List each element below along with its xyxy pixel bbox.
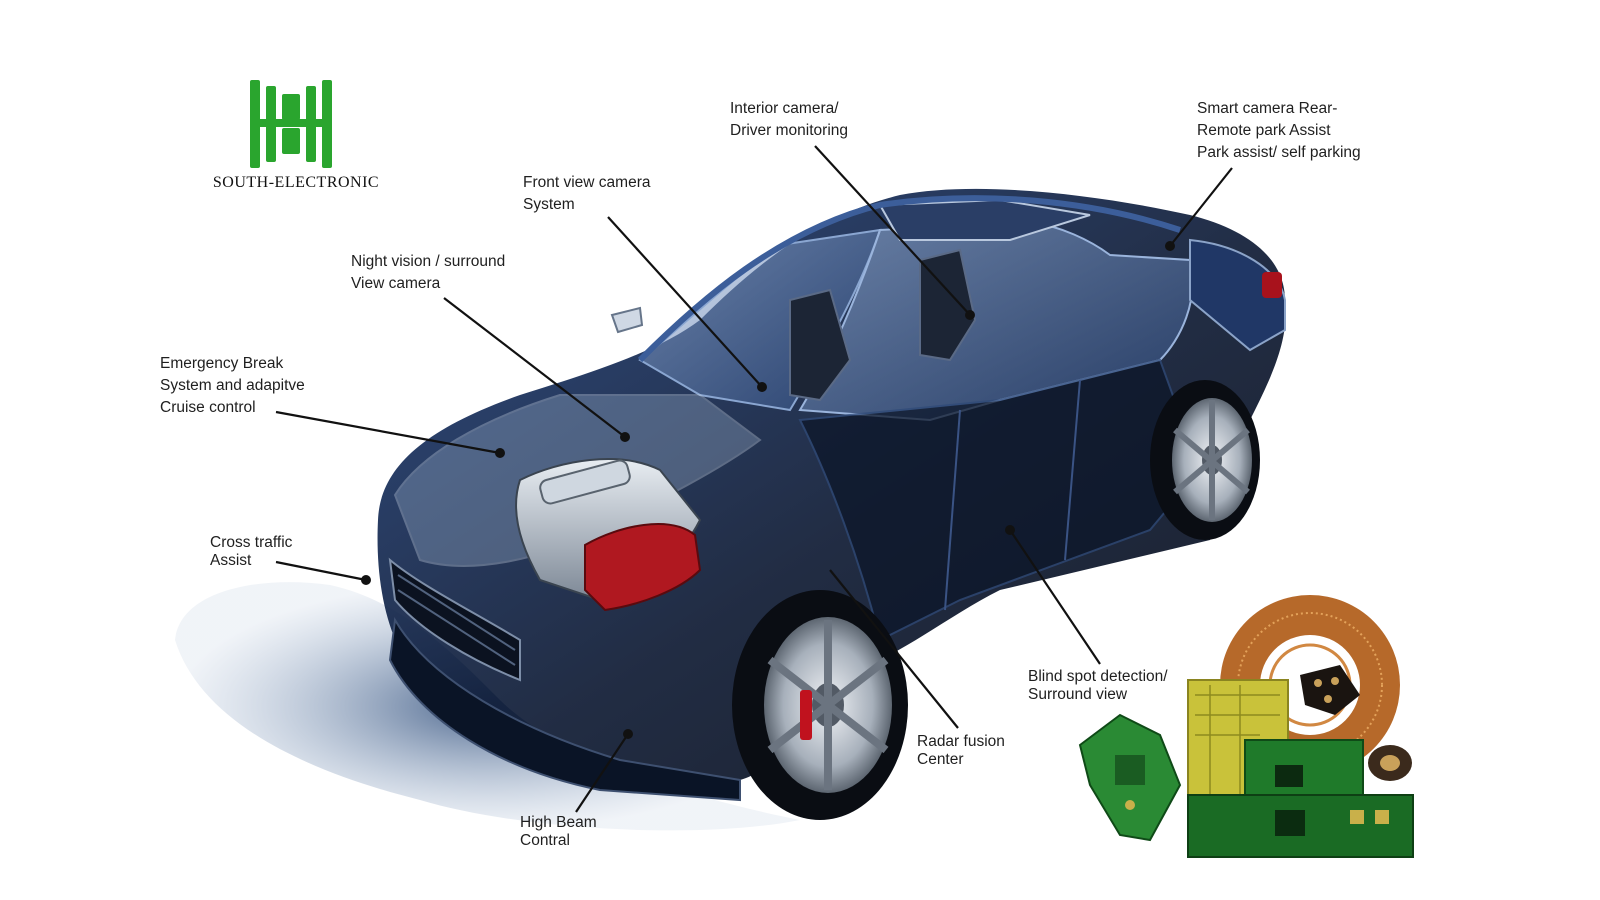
callout-night-vision: Night vision / surround View camera (351, 251, 505, 295)
leader-front-view-camera (607, 216, 763, 388)
car-bumper (388, 616, 741, 802)
pcb-green-small (1078, 713, 1182, 842)
dot-high-beam (623, 729, 633, 739)
callout-line: Emergency Break (160, 355, 284, 372)
leader-night-vision (443, 297, 626, 438)
callout-line: Assist (210, 552, 252, 569)
car-roof-frame (637, 195, 1181, 363)
leader-smart-camera-rear (1169, 167, 1233, 247)
dot-smart-camera-rear (1165, 241, 1175, 251)
callout-line: High Beam (520, 814, 597, 831)
pcb-yellow-traces (1195, 685, 1280, 805)
engine-intake (539, 459, 631, 505)
callout-line: Driver monitoring (730, 122, 849, 139)
dot-cross-traffic (361, 575, 371, 585)
callout-line: Smart camera Rear- (1197, 100, 1338, 117)
leader-blind-spot (1009, 529, 1101, 665)
callout-line: Cruise control (160, 399, 256, 416)
callout-line: Radar fusion (917, 733, 1005, 750)
callout-front-view-camera: Front view camera System (523, 172, 650, 216)
tail-light (1262, 272, 1282, 298)
brand-logo: SOUTH-ELECTRONIC (196, 80, 396, 195)
callout-line: Front view camera (523, 174, 651, 191)
car-side-windows (798, 220, 1194, 422)
callout-line: View camera (351, 275, 441, 292)
callout-line: System and adapitve (160, 377, 305, 394)
callout-line: Blind spot detection/ (1028, 668, 1168, 685)
logo-mark-icon (250, 80, 332, 168)
flex-pcb-small (1300, 665, 1360, 715)
callout-interior-camera: Interior camera/ Driver monitoring (730, 98, 848, 142)
leader-cross-traffic (275, 560, 367, 582)
callout-line: Remote park Assist (1197, 122, 1331, 139)
callout-line: Center (917, 751, 964, 768)
car-seat-front (789, 288, 852, 402)
callout-radar-fusion: Radar fusion Center (917, 733, 1005, 769)
dot-front-view-camera (757, 382, 767, 392)
callout-blind-spot: Blind spot detection/ Surround view (1028, 668, 1168, 704)
leader-high-beam (575, 733, 629, 813)
callout-line: System (523, 196, 575, 213)
callout-cross-traffic: Cross traffic Assist (210, 534, 292, 570)
callout-line: Park assist/ self parking (1197, 144, 1361, 161)
brand-name: SOUTH-ELECTRONIC (212, 174, 380, 191)
callout-line: Contral (520, 832, 570, 849)
rear-wheel (1150, 380, 1260, 540)
leader-radar-fusion (829, 569, 959, 729)
callout-emergency-brake: Emergency Break System and adapitve Crui… (160, 353, 305, 419)
pcb-products (1078, 595, 1414, 858)
callout-high-beam: High Beam Contral (520, 814, 597, 850)
dot-night-vision (620, 432, 630, 442)
leader-emergency-brake (275, 410, 501, 455)
callout-line: Cross traffic (210, 534, 293, 551)
callout-line: Surround view (1028, 686, 1128, 703)
callout-line: Interior camera/ (730, 100, 839, 117)
callout-line: Night vision / surround (351, 253, 506, 270)
leader-interior-camera (814, 145, 971, 316)
car-seat-rear (919, 248, 977, 362)
car-doors (798, 358, 1202, 642)
pcb-connector-round (1368, 745, 1412, 781)
dot-blind-spot (1005, 525, 1015, 535)
engine-red-cover (584, 523, 702, 612)
side-mirror (610, 306, 644, 334)
front-wheel (732, 590, 908, 820)
dot-emergency-brake (495, 448, 505, 458)
callout-smart-camera-rear: Smart camera Rear- Remote park Assist Pa… (1197, 98, 1361, 164)
dot-interior-camera (965, 310, 975, 320)
